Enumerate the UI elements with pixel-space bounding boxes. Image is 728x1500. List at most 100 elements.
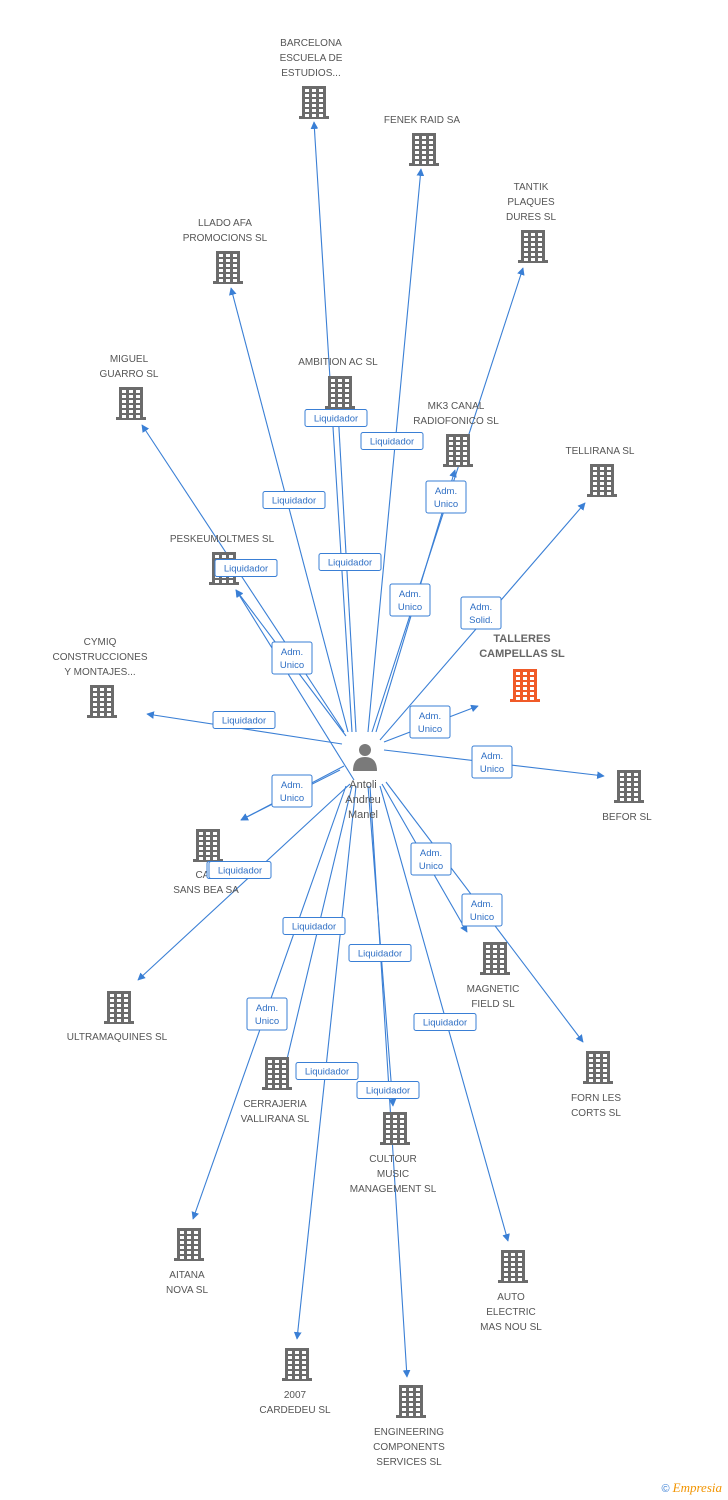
edge-badge-label: Liquidador [218,866,262,877]
edge-badge-label: Unico [480,764,504,775]
edge-badge-auto[interactable]: Liquidador [413,1013,477,1031]
company-name-line: COMPONENTS [373,1442,445,1453]
company-name-line: CORTS SL [571,1108,621,1119]
edge-badge-tantik[interactable]: Adm.Unico [425,480,467,514]
edge-badge-box [246,997,288,1031]
person-name-line: Antoli [349,779,377,791]
company-name-line: AUTO [497,1292,525,1303]
edge-badge-label: Unico [470,912,494,923]
edge-badge-box [409,705,451,739]
company-node-befor[interactable]: BEFOR SL [602,770,652,823]
edge-miguel [141,424,345,733]
edge-badge-fornles[interactable]: Adm. Unico [461,893,503,927]
edge-badge-tellirana[interactable]: Adm.Solid. [460,596,502,630]
edge-badge-cardedeu[interactable]: Liquidador [295,1062,359,1080]
edge-badge-box [348,944,412,962]
edge-badge-label: Liquidador [328,558,372,569]
edge-badge-label: Solid. [469,615,493,626]
company-name-line: MANAGEMENT SL [350,1184,437,1195]
edge-badge-ambition[interactable]: Liquidador [318,553,382,571]
edge-badge-barcelona[interactable]: Liquidador [304,409,368,427]
company-name-line: DURES SL [506,212,556,223]
edge-badge-box [304,409,368,427]
company-name-line: Y MONTAJES... [64,667,135,678]
company-name-line: RADIOFONICO SL [413,416,499,427]
company-name-line: ELECTRIC [486,1307,535,1318]
brand-logo[interactable]: Empresia [672,1480,722,1495]
edge-badge-talleres[interactable]: Adm.Unico [409,705,451,739]
edge-badge-label: Unico [280,660,304,671]
company-name-line: CAMPELLAS SL [479,648,565,660]
building-icon [87,685,117,718]
edge-badge-befor[interactable]: Adm. Unico [471,745,513,779]
company-node-tellirana[interactable]: TELLIRANA SL [566,446,635,497]
company-name-line: SERVICES SL [376,1457,442,1468]
company-node-ultramaquines[interactable]: ULTRAMAQUINES SL [67,991,168,1043]
edge-badge-label: Unico [434,499,458,510]
edge-badge-label: Adm. [481,751,503,762]
edge-badge-sansbea[interactable]: Adm.Unico [271,774,313,808]
edge-badge-label: Adm. [471,899,493,910]
edge-badge-label: Liquidador [224,564,268,575]
edge-badge-engineering[interactable]: Liquidador [356,1081,420,1099]
company-node-fenek[interactable]: FENEK RAID SA [384,115,460,166]
company-name-line: MAGNETIC [467,984,520,995]
company-name-line: PROMOCIONS SL [183,233,268,244]
edge-badge-aitana[interactable]: Adm. Unico [246,997,288,1031]
edge-badge-fenek[interactable]: Liquidador [360,432,424,450]
edge-badge-mk3[interactable]: Adm.Unico [389,583,431,617]
edge-badge-cymiq[interactable]: Liquidador [212,711,276,729]
edge-badge-label: Liquidador [423,1018,467,1029]
edge-badge-sansbea[interactable]: Liquidador [208,861,272,879]
edge-badge-box [271,641,313,675]
edge-badge-box [262,491,326,509]
edge-llado [229,287,349,733]
company-name-line: BEFOR SL [602,812,652,823]
edge-badge-label: Adm. [281,647,303,658]
edge-peskeumoltmes [235,589,355,781]
edge-badge-cultour[interactable]: Liquidador [348,944,412,962]
edge-ultramaquines [137,783,351,981]
edge-badge-peskeumoltmes[interactable]: Liquidador [214,559,278,577]
edge-badge-label: Unico [255,1016,279,1027]
edge-badge-magnetic[interactable]: Adm.Unico [410,842,452,876]
edge-badge-label: Liquidador [292,922,336,933]
company-name-line: CARDEDEU SL [259,1405,331,1416]
edge-badge-cerrajeria[interactable]: Liquidador [282,917,346,935]
edge-badge-peskeumoltmes[interactable]: Adm. Unico [271,641,313,675]
edge-badge-label: Adm. [256,1003,278,1014]
building-icon [299,86,329,119]
company-name-line: BARCELONA [280,38,342,49]
company-node-ambition[interactable]: AMBITION AC SL [298,357,378,409]
company-name-line: AITANA [169,1270,205,1281]
edge-badge-box [214,559,278,577]
edge-badge-box [295,1062,359,1080]
edge-fenek [367,168,425,733]
company-name-line: CYMIQ [84,637,117,648]
edge-badge-label: Liquidador [358,949,402,960]
company-name-line: MIGUEL [110,354,149,365]
edge-badge-box [460,596,502,630]
edge-badge-label: Liquidador [222,716,266,727]
edge-badge-label: Liquidador [366,1086,410,1097]
company-name-line: FENEK RAID SA [384,115,460,126]
edge-badge-llado[interactable]: Liquidador [262,491,326,509]
edge-badge-label: Unico [280,793,304,804]
